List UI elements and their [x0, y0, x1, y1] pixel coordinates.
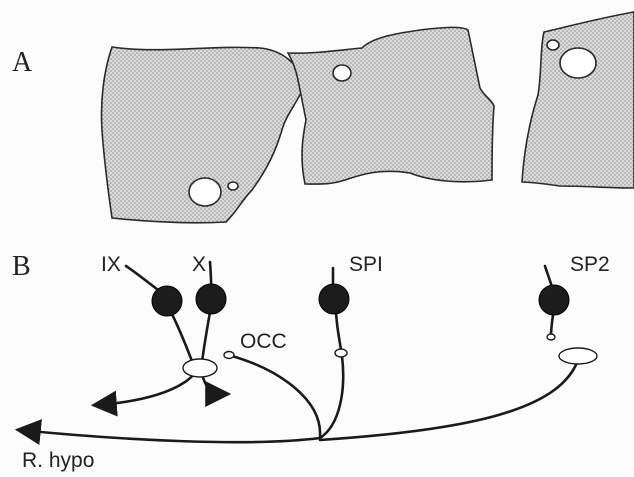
- sp2-small-foramen: [547, 334, 555, 340]
- sp1-fiber: [336, 312, 341, 350]
- occ-label: OCC: [240, 330, 287, 353]
- ix-ganglion: [152, 286, 182, 316]
- occ-foramen: [224, 352, 234, 359]
- section-3-outline: [522, 12, 634, 188]
- left-branch: [96, 372, 196, 405]
- section-1-large-foramen: [189, 178, 221, 206]
- r-hypo-nerve: [20, 430, 320, 442]
- sp1-label: SPI: [349, 253, 383, 276]
- section-3: [522, 12, 634, 188]
- sp1-nerve: [320, 356, 343, 438]
- sp2-nerve: [320, 360, 578, 440]
- section-1: [101, 47, 305, 223]
- section-3-large-foramen: [560, 48, 596, 78]
- ix-label: IX: [101, 253, 121, 276]
- sp2-fiber: [551, 315, 553, 336]
- sp1-foramen: [335, 349, 347, 357]
- section-2-foramen: [333, 65, 351, 81]
- section-2-outline: [288, 27, 494, 184]
- x-ganglion: [196, 284, 226, 314]
- occ-nerve: [232, 356, 320, 436]
- jugular-foramen: [183, 359, 217, 377]
- r-hypo-label: R. hypo: [22, 449, 94, 472]
- sp2-label: SP2: [570, 253, 610, 276]
- section-1-small-foramen: [228, 182, 238, 190]
- sp2-ganglion: [539, 285, 569, 315]
- sp2-large-foramen: [559, 348, 597, 364]
- sp1-ganglion: [319, 284, 349, 314]
- x-label: X: [192, 253, 206, 276]
- section-3-small-foramen: [547, 40, 559, 50]
- section-2: [288, 27, 494, 184]
- panel-b-label: B: [12, 251, 31, 282]
- panel-a-label: A: [12, 47, 33, 78]
